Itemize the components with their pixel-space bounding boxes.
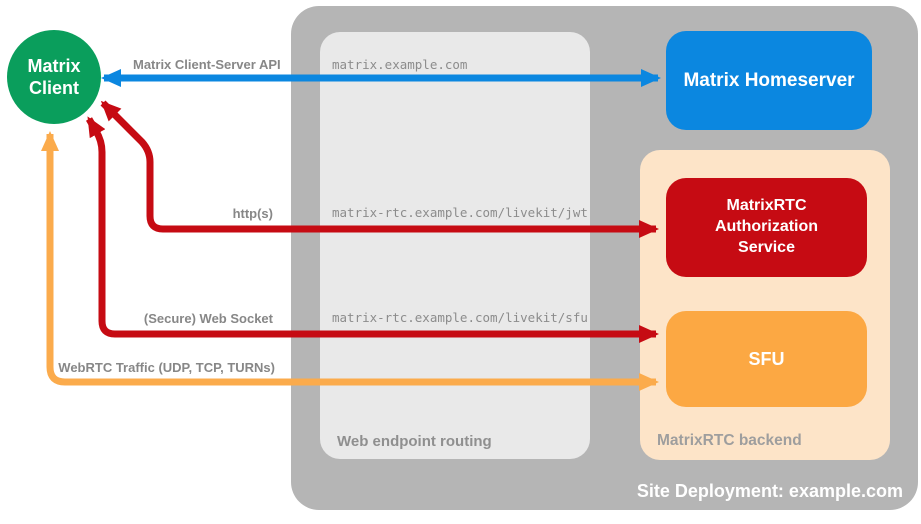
client-server-api-label: Matrix Client-Server API xyxy=(133,57,281,72)
matrixrtc-backend-label: MatrixRTC backend xyxy=(657,432,802,449)
matrix-homeserver-label: Matrix Homeserver xyxy=(683,69,855,91)
matrix-homeserver-node: Matrix Homeserver xyxy=(666,31,872,130)
site-deployment-label: Site Deployment: example.com xyxy=(636,481,903,501)
web-endpoint-routing-box xyxy=(320,32,590,459)
https-label: http(s) xyxy=(232,206,273,221)
web-endpoint-routing-label: Web endpoint routing xyxy=(337,433,492,450)
matrixrtc-authorization-service-node: MatrixRTC Authorization Service xyxy=(666,178,867,277)
livekit-jwt-endpoint-url: matrix-rtc.example.com/livekit/jwt xyxy=(332,205,588,220)
sfu-label: SFU xyxy=(748,348,785,369)
livekit-sfu-endpoint-url: matrix-rtc.example.com/livekit/sfu xyxy=(332,310,588,325)
sfu-node: SFU xyxy=(666,311,867,407)
webrtc-traffic-label: WebRTC Traffic (UDP, TCP, TURNs) xyxy=(58,360,275,375)
matrix-client-label: Matrix Client xyxy=(27,55,81,99)
matrix-client-node: Matrix Client xyxy=(7,30,101,124)
websocket-label: (Secure) Web Socket xyxy=(143,311,273,326)
matrix-endpoint-url: matrix.example.com xyxy=(332,57,468,72)
matrixrtc-authorization-service-label: MatrixRTC Authorization Service xyxy=(714,197,819,256)
